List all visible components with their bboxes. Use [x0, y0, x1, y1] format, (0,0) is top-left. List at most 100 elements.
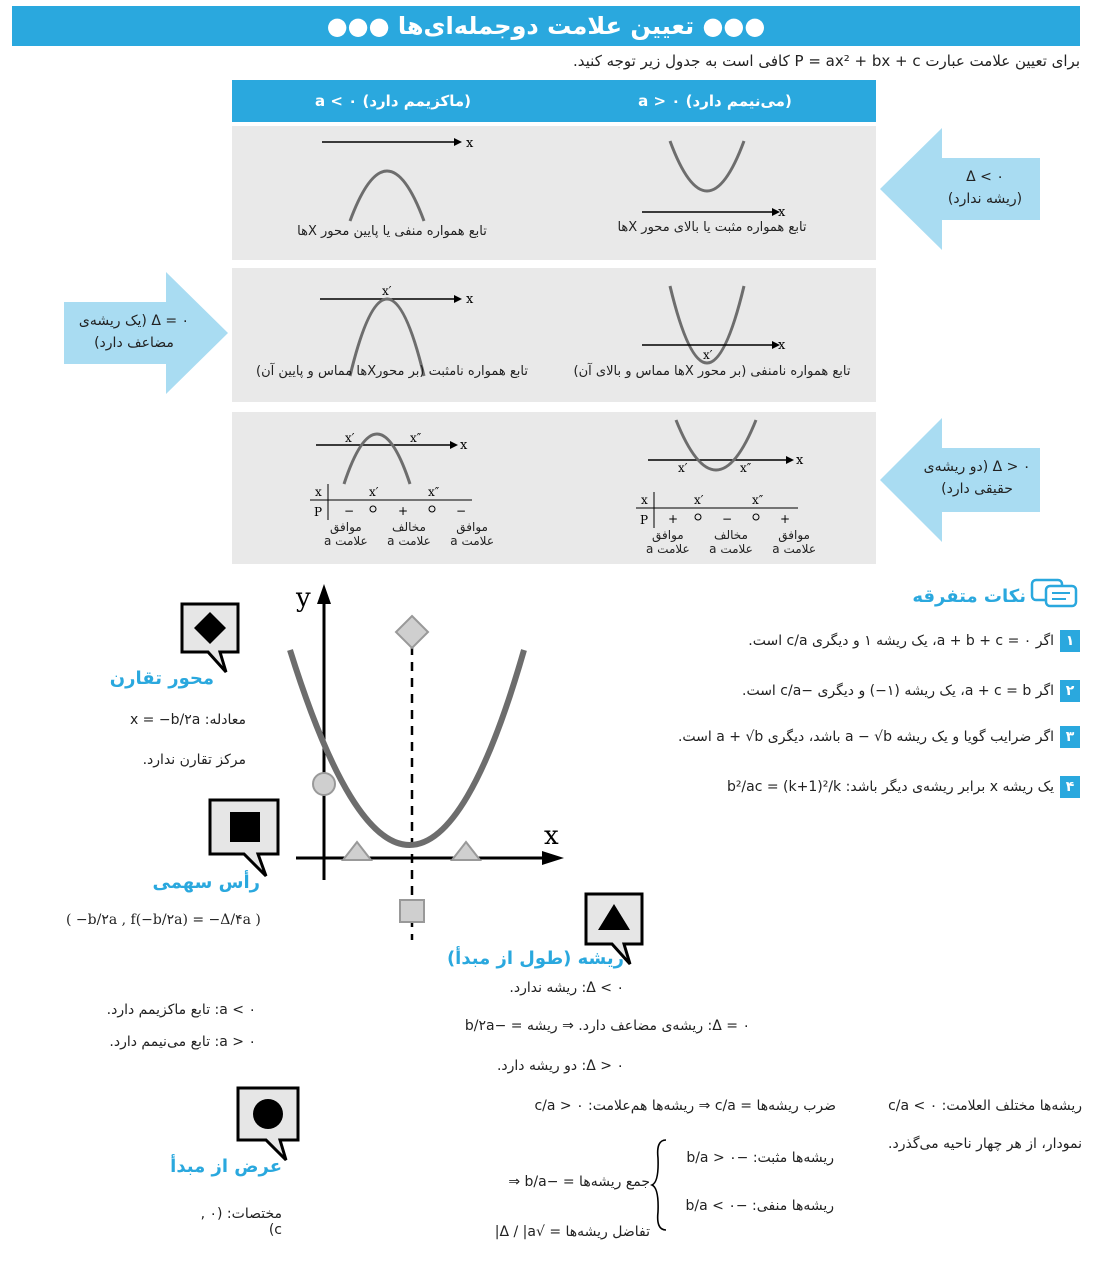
vertex-title: رأس سهمی	[152, 872, 261, 893]
arrow-text-3: Δ > ۰ (دو ریشه‌ی حقیقی دارد)	[923, 459, 1031, 497]
axis-label: x	[466, 292, 474, 307]
root-label: x′	[382, 284, 392, 298]
roots-sum-neg: ریشه‌ها منفی: −b/a < ۰	[685, 1198, 834, 1214]
roots-opposite: ریشه‌ها مختلف العلامت: c/a < ۰	[888, 1098, 1082, 1114]
y-axis-label: y	[295, 583, 311, 613]
main-graph: y x	[287, 583, 564, 940]
row-double-root-graphs: x x′ x x′	[320, 284, 786, 377]
col-min-label: (می‌نیمم دارد) a > ۰	[638, 92, 792, 110]
axis-label: x	[466, 136, 474, 151]
sign-label: موافق علامت a	[646, 528, 690, 556]
arrow-text-1: Δ < ۰ (ریشه ندارد)	[947, 169, 1023, 207]
roots-product: ضرب ریشه‌ها = c/a ⇒ ریشه‌ها هم‌علامت: c/…	[534, 1098, 836, 1114]
symmetry-no-center: مرکز تقارن ندارد.	[142, 752, 246, 768]
roots-diff: تفاضل ریشه‌ها = √Δ / |a|	[494, 1224, 650, 1240]
root-label: x″	[410, 431, 422, 445]
root-label: x′	[345, 431, 355, 445]
root-label: x″	[428, 485, 440, 499]
note-text: اگر a + b + c = ۰، یک ریشه ۱ و دیگری c/a…	[748, 633, 1054, 649]
sign-row-p: P	[640, 513, 648, 527]
axis-label: x	[778, 338, 786, 353]
sign-row-x: x	[641, 493, 648, 507]
roots-sum: جمع ریشه‌ها = −b/a ⇒	[508, 1174, 650, 1190]
misc-title: نکات متفرقه	[912, 586, 1026, 607]
arrow-left-3	[880, 418, 1040, 542]
note-text: یک ریشه x برابر ریشه‌ی دیگر باشد: b²/ac …	[726, 779, 1054, 795]
note-1: ۱ اگر a + b + c = ۰، یک ریشه ۱ و دیگری c/…	[600, 630, 1080, 652]
min-caption: تابع همواره مثبت یا بالای محور Xها	[617, 220, 807, 235]
roots-neg: Δ < ۰: ریشه ندارد.	[509, 980, 624, 996]
note-number: ۴	[1060, 776, 1080, 798]
page-title: ●●● تعیین علامت دوجمله‌ای‌ها ●●●	[12, 6, 1080, 46]
sign-label: مخالف علامت a	[387, 520, 431, 548]
root-label: x′	[694, 493, 704, 507]
diamond-icon	[180, 602, 240, 674]
symmetry-title: محور تقارن	[109, 668, 214, 689]
note-2: ۲ اگر a + c = b، یک ریشه (۱−) و دیگری −c/…	[600, 680, 1080, 702]
sign: −	[344, 504, 354, 518]
brace-icon	[650, 1139, 667, 1231]
row-two-roots-graphs: x x′ x″ x P x′ x″ − + − x x′ x″ x P x′ x…	[310, 419, 804, 528]
sign-row-p: P	[314, 505, 322, 519]
sign: +	[398, 504, 408, 518]
sign-label: مخالف علامت a	[709, 528, 753, 556]
root-label: x′	[703, 348, 713, 362]
max-caption: تابع همواره نامثبت (بر محورXها مماس و پا…	[256, 364, 528, 379]
sign: +	[780, 512, 790, 526]
arrow-left-1	[880, 128, 1040, 250]
max-sign-labels: موافق علامت a مخالف علامت a موافق علامت …	[324, 520, 494, 548]
note-3: ۳ اگر ضرایب گویا و یک ریشه a − √b باشد، د…	[560, 726, 1080, 748]
max-caption: تابع همواره منفی یا پایین محور Xها	[297, 224, 487, 239]
symmetry-marker	[394, 614, 430, 650]
roots-title: ریشه (طول از مبدأ)	[446, 948, 624, 969]
intercept-coords: مختصات: (۰ , c)	[200, 1206, 282, 1238]
vertex-max: a < ۰: تابع ماکزیمم دارد.	[106, 1002, 256, 1018]
root-label: x′	[369, 485, 379, 499]
arrow-text-2: Δ = ۰ (یک ریشه‌ی مضاعف دارد)	[78, 313, 190, 351]
arrow-right-2	[64, 272, 228, 394]
note-text: اگر a + c = b، یک ریشه (۱−) و دیگری −c/a…	[742, 683, 1054, 699]
x-axis-label: x	[544, 821, 559, 851]
triangle-icon	[584, 892, 644, 966]
min-sign-labels: موافق علامت a مخالف علامت a موافق علامت …	[646, 528, 816, 556]
chat-icon	[1030, 578, 1078, 608]
root-label: x″	[740, 461, 752, 475]
note-number: ۱	[1060, 630, 1080, 652]
root-marker	[449, 840, 483, 861]
row-two-roots: x x′ x″ x P x′ x″ − + − x x′ x″ x P x′ x…	[232, 412, 876, 564]
table-header: (ماکزیمم دارد) a < ۰ (می‌نیمم دارد) a > …	[232, 80, 876, 122]
note-number: ۲	[1060, 680, 1080, 702]
row-double-root: x x′ x x′ تابع همواره نامثبت (بر محورXها…	[232, 268, 876, 402]
vertex-marker	[399, 899, 425, 923]
intercept-marker	[312, 772, 336, 796]
sign-label: موافق علامت a	[772, 528, 816, 556]
min-caption: تابع همواره نامنفی (بر محور Xها مماس و ب…	[573, 364, 851, 379]
intro-text: برای تعیین علامت عبارت P = ax² + bx + c …	[573, 52, 1080, 70]
axis-label: x	[460, 438, 468, 453]
sign-row-x: x	[315, 485, 322, 499]
sign: +	[668, 512, 678, 526]
note-text: اگر ضرایب گویا و یک ریشه a − √b باشد، دی…	[677, 729, 1054, 745]
col-max-label: (ماکزیمم دارد) a < ۰	[314, 92, 472, 110]
note-number: ۳	[1060, 726, 1080, 748]
root-label: x′	[678, 461, 688, 475]
roots-pos: Δ > ۰: دو ریشه دارد.	[496, 1058, 624, 1074]
misc-header: نکات متفرقه	[912, 578, 1084, 614]
sign: −	[722, 512, 732, 526]
sign-label: موافق علامت a	[450, 520, 494, 548]
roots-zero: Δ = ۰: ریشه‌ی مضاعف دارد. ⇒ ریشه = −b/۲a	[464, 1018, 750, 1034]
symmetry-equation: معادله: x = −b/۲a	[129, 712, 246, 728]
roots-quadrants: نمودار، از هر چهار ناحیه می‌گذرد.	[888, 1136, 1082, 1152]
intercept-title: عرض از مبدأ	[170, 1156, 282, 1177]
axis-label: x	[778, 205, 786, 220]
row-no-root-graphs: x x	[322, 136, 786, 222]
root-label: x″	[752, 493, 764, 507]
axis-label: x	[796, 453, 804, 468]
sign: −	[456, 504, 466, 518]
row-no-root: x x تابع همواره منفی یا پایین محور Xها ت…	[232, 126, 876, 260]
vertex-coords: ( −b/۲a , f(−b/۲a) = −Δ/۴a )	[66, 912, 261, 928]
note-4: ۴ یک ریشه x برابر ریشه‌ی دیگر باشد: b²/ac…	[600, 776, 1080, 798]
circle-icon	[236, 1086, 300, 1162]
root-marker	[340, 840, 374, 861]
vertex-min: a > ۰: تابع می‌نیمم دارد.	[109, 1034, 256, 1050]
